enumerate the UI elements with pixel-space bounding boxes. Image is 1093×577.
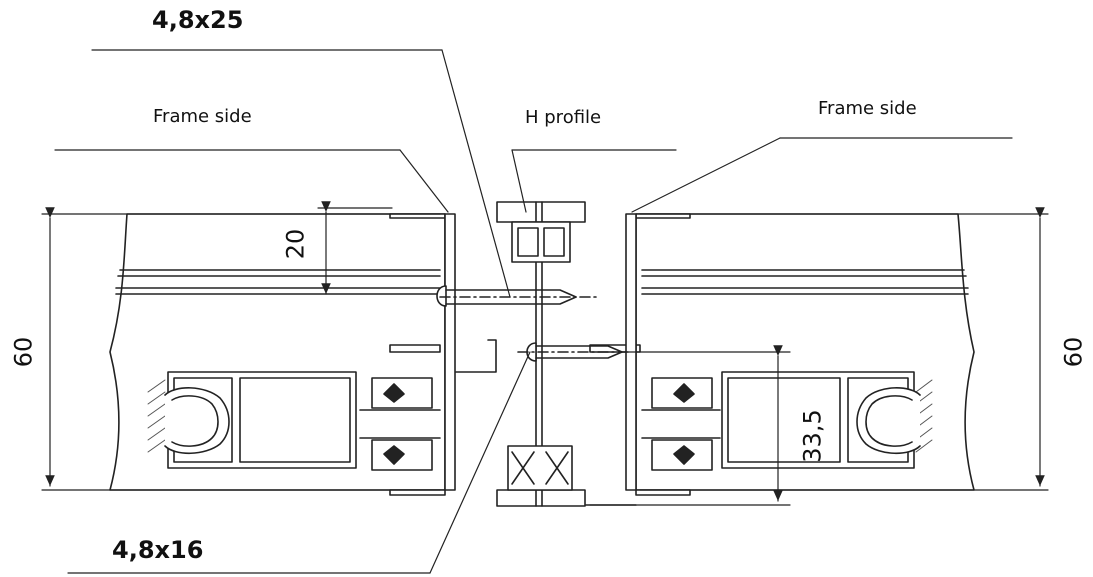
h-profile-label: H profile [525, 107, 602, 128]
top-offset-dimension: 20 [281, 228, 310, 260]
height-dimension-right: 60 [1059, 336, 1088, 368]
height-dimension-left: 60 [9, 336, 38, 368]
screw-lower [517, 342, 633, 362]
screw-lower-label: 4,8x16 [112, 536, 204, 564]
screw-offset-dimension: 33,5 [798, 409, 827, 463]
screw-upper-label: 4,8x25 [152, 6, 244, 34]
right-frame-panel [585, 213, 975, 506]
dimension-lines [41, 201, 1049, 506]
leaders [54, 49, 1013, 574]
h-profile [444, 201, 637, 507]
frame-side-right-label: Frame side [818, 98, 917, 119]
left-frame-panel [109, 213, 446, 496]
frame-side-left-label: Frame side [153, 106, 252, 127]
screw-upper [436, 285, 599, 307]
